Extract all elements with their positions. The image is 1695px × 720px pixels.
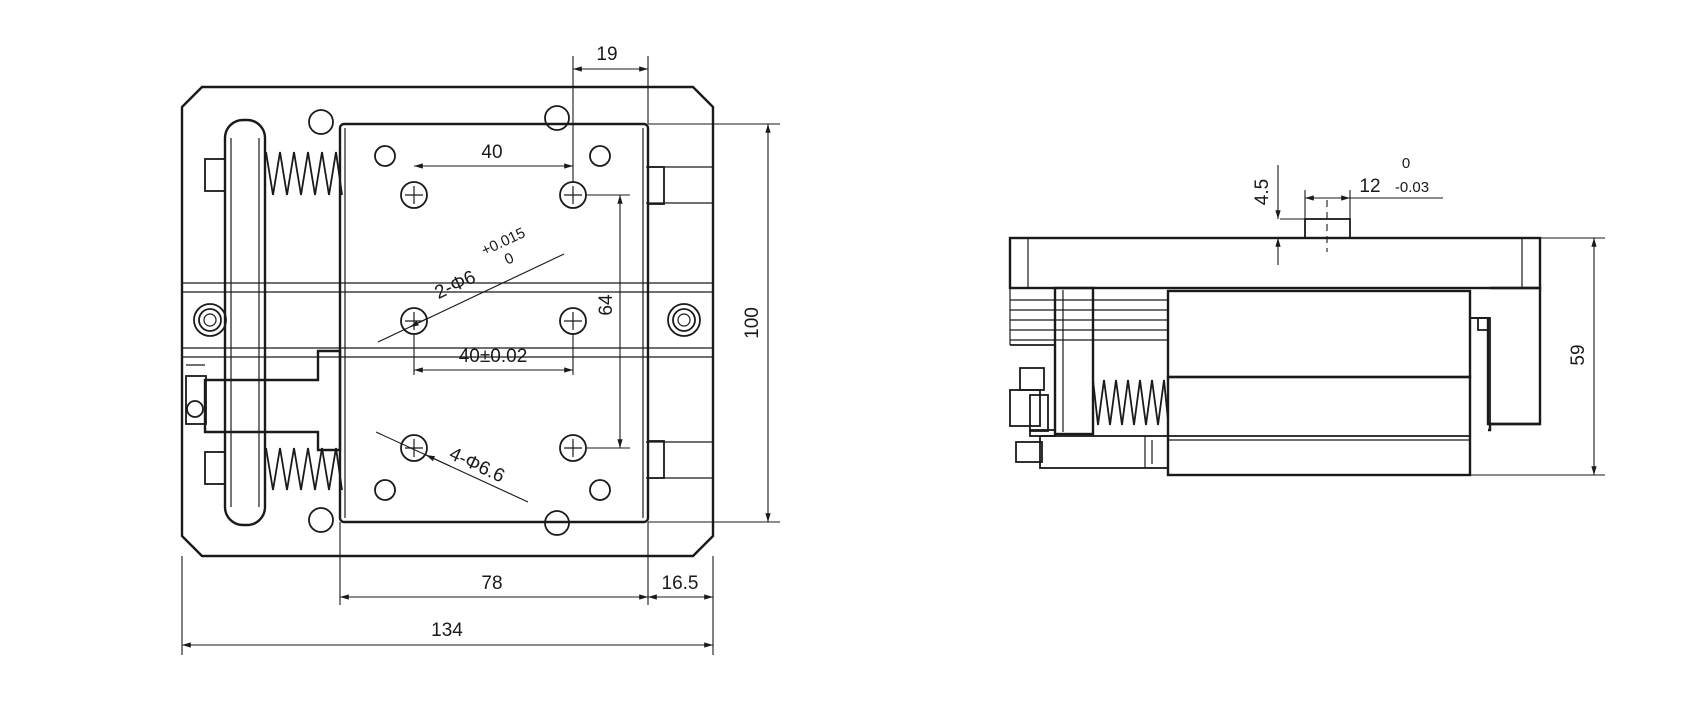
dim-height: 100 [648, 123, 780, 523]
plate-hole-tr [589, 145, 611, 167]
note-pin-holes-label: 2-Φ6 [432, 267, 480, 304]
side-spring [1092, 379, 1169, 426]
dim-key-width-label: 12 [1359, 176, 1380, 197]
dim-key-height: 4.5 [1252, 165, 1310, 265]
side-clamp-column [1053, 286, 1095, 436]
front-view: 19 40 40±0.02 64 100 [180, 44, 780, 655]
bearing-left [193, 303, 227, 337]
corner-hole-tm [544, 105, 570, 131]
note-pin-tol-lower: 0 [502, 250, 517, 269]
dim-top-offset-label: 19 [596, 44, 617, 65]
dim-hole-spacing-bottom-label: 40±0.02 [459, 346, 528, 367]
spring-top [265, 151, 343, 196]
side-view: 4.5 12 0 -0.03 59 [1008, 155, 1605, 477]
corner-hole-bl [308, 507, 334, 533]
mount-holes [400, 181, 587, 462]
dim-key-height-label: 4.5 [1252, 179, 1273, 205]
dim-plate-width-label: 78 [481, 573, 502, 594]
dim-total-height: 59 [1470, 237, 1605, 476]
dim-right-offset-label: 16.5 [662, 573, 699, 594]
base-plate-outline [180, 85, 715, 558]
dim-plate-width: 78 [339, 522, 649, 605]
side-carriage-upper [1166, 289, 1472, 379]
dim-hole-spacing-top: 40 [414, 142, 573, 169]
top-plate [338, 122, 650, 524]
note-mount-holes-label: 4-Φ6.6 [446, 443, 508, 487]
dim-key-tol-upper: 0 [1402, 155, 1410, 172]
dim-hole-spacing-bottom: 40±0.02 [413, 333, 574, 375]
corner-hole-tl [308, 109, 334, 135]
dim-total-height-label: 59 [1568, 344, 1589, 365]
plate-hole-br [589, 479, 611, 501]
side-screw [1039, 435, 1169, 469]
side-top-plate [1008, 236, 1542, 290]
dim-key-width: 12 0 -0.03 [1304, 155, 1443, 219]
bearing-right [667, 303, 701, 337]
adjust-screw [185, 349, 342, 452]
dim-vertical-spacing-label: 64 [596, 294, 617, 316]
right-block-bottom [647, 440, 665, 479]
side-knob [1009, 367, 1056, 437]
plate-hole-tl [374, 145, 396, 167]
note-mount-holes: 4-Φ6.6 [375, 431, 529, 503]
plate-hole-bl [374, 479, 396, 501]
dim-hole-spacing-top-label: 40 [481, 142, 502, 163]
dim-key-tol-lower: -0.03 [1395, 179, 1429, 196]
clamp-handle [204, 118, 267, 527]
dim-total-width: 134 [181, 556, 713, 655]
dim-total-width-label: 134 [431, 620, 463, 641]
dim-right-offset: 16.5 [648, 556, 714, 655]
side-right-bracket [1488, 286, 1542, 432]
dim-vertical-spacing: 64 [586, 194, 630, 449]
dim-height-label: 100 [742, 307, 763, 339]
side-carriage-lower [1166, 375, 1472, 477]
right-block-top [647, 166, 665, 205]
side-rails [1009, 288, 1168, 346]
spring-bottom [265, 447, 343, 491]
dim-top-offset: 19 [572, 44, 649, 182]
